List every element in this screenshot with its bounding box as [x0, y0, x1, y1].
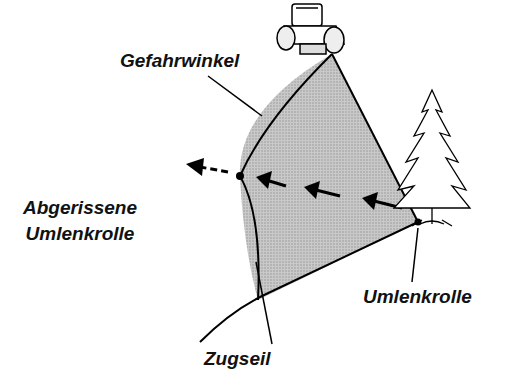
rope-line [200, 222, 418, 342]
label-pulley: Umlenkrolle [363, 284, 519, 310]
motion-arrows [186, 158, 402, 210]
danger-sector [240, 54, 418, 300]
rope-line [240, 176, 259, 300]
label-danger-angle: Gefahrwinkel [120, 48, 290, 74]
broken-pulley [236, 172, 244, 180]
tree [394, 90, 470, 226]
label-broken-pulley: Abgerissene Umlenkrolle [4, 195, 156, 247]
tractor [277, 4, 344, 54]
label-rope: Zugseil [204, 346, 314, 372]
rope-line [240, 54, 332, 176]
